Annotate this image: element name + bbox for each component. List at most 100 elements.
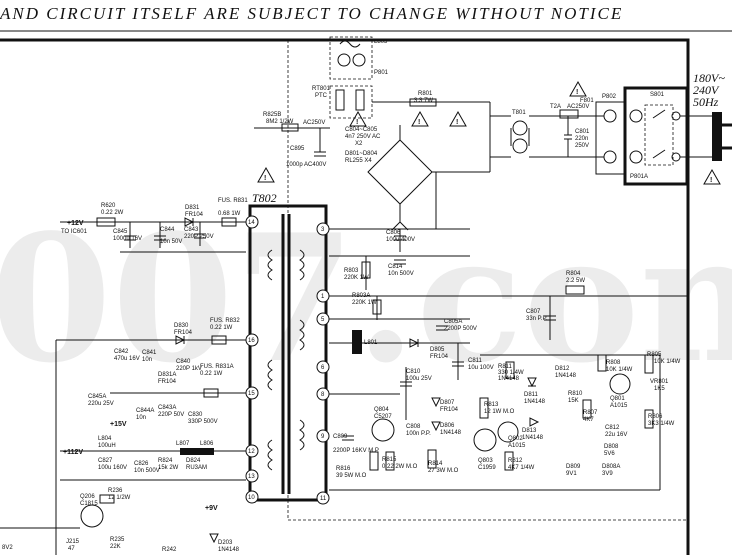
svg-text:0.22 2W: 0.22 2W bbox=[101, 210, 124, 216]
svg-text:3V9: 3V9 bbox=[602, 471, 613, 477]
svg-text:C1959: C1959 bbox=[478, 465, 496, 471]
svg-text:C5207: C5207 bbox=[374, 414, 392, 420]
svg-text:3: 3 bbox=[321, 227, 325, 233]
svg-text:12 1/2W: 12 1/2W bbox=[108, 495, 131, 501]
svg-text:FR104: FR104 bbox=[158, 379, 177, 385]
svg-text:330P 500V: 330P 500V bbox=[188, 419, 218, 425]
svg-text:22u 16V: 22u 16V bbox=[605, 432, 627, 438]
svg-text:A1015: A1015 bbox=[508, 443, 526, 449]
svg-text:15k 2W: 15k 2W bbox=[158, 465, 179, 471]
svg-text:C805A: C805A bbox=[444, 319, 462, 325]
svg-text:+9V: +9V bbox=[205, 505, 218, 512]
svg-text:220K 1W: 220K 1W bbox=[352, 300, 377, 306]
svg-text:FR104: FR104 bbox=[185, 212, 204, 218]
svg-text:6: 6 bbox=[321, 365, 325, 371]
svg-text:D824: D824 bbox=[186, 458, 201, 464]
svg-text:FUS. R831: FUS. R831 bbox=[218, 198, 248, 204]
svg-text:100n P.P.: 100n P.P. bbox=[406, 431, 431, 437]
svg-text:L803: L803 bbox=[374, 39, 388, 45]
svg-text:8V2: 8V2 bbox=[2, 545, 13, 551]
svg-text:RU3AM: RU3AM bbox=[186, 465, 207, 471]
svg-text:220P 1kV: 220P 1kV bbox=[176, 366, 202, 372]
svg-text:100u 25V: 100u 25V bbox=[406, 376, 432, 382]
svg-text:L804: L804 bbox=[98, 436, 112, 442]
svg-text:C845: C845 bbox=[113, 229, 128, 235]
board-frame bbox=[0, 38, 690, 555]
svg-text:Q206: Q206 bbox=[80, 494, 95, 500]
svg-text:3.3 7W: 3.3 7W bbox=[414, 98, 433, 104]
svg-text:1: 1 bbox=[321, 294, 325, 300]
svg-text:P802: P802 bbox=[602, 94, 617, 100]
control-circuit: R811 330 1/4W 1N4148 D811 1N4148 D812 1N… bbox=[480, 352, 681, 491]
svg-text:15K: 15K bbox=[568, 398, 579, 404]
svg-text:R813: R813 bbox=[484, 402, 499, 408]
svg-text:D808A: D808A bbox=[602, 464, 620, 470]
svg-text:!: ! bbox=[710, 177, 712, 184]
svg-text:11: 11 bbox=[320, 496, 327, 502]
svg-text:8M2 1/2W: 8M2 1/2W bbox=[266, 119, 294, 125]
mains-input: P802 S801 P801A ! bbox=[595, 86, 732, 186]
primary-circuit: C806 100u 400V C814 10n 500V R803 220K 1… bbox=[329, 172, 688, 340]
svg-text:0.22 1W: 0.22 1W bbox=[200, 371, 223, 377]
svg-text:1N4148: 1N4148 bbox=[555, 373, 577, 379]
svg-text:10n 50V: 10n 50V bbox=[160, 239, 182, 245]
svg-text:D808: D808 bbox=[604, 444, 619, 450]
svg-text:330 1/4W: 330 1/4W bbox=[498, 370, 524, 376]
svg-text:C844: C844 bbox=[160, 227, 175, 233]
svg-text:F801: F801 bbox=[580, 98, 594, 104]
svg-text:0.68 1W: 0.68 1W bbox=[218, 211, 241, 217]
mains-voltage-1: 180V~ bbox=[693, 71, 725, 85]
svg-text:C1815: C1815 bbox=[80, 501, 98, 507]
svg-text:T801: T801 bbox=[512, 110, 526, 116]
svg-text:C826: C826 bbox=[134, 461, 149, 467]
svg-text:C843A: C843A bbox=[158, 405, 176, 411]
svg-text:10K 1/4W: 10K 1/4W bbox=[654, 359, 681, 365]
svg-text:R804: R804 bbox=[566, 271, 581, 277]
svg-text:C840: C840 bbox=[176, 359, 191, 365]
svg-text:PTC: PTC bbox=[315, 93, 328, 99]
svg-text:D807: D807 bbox=[440, 400, 455, 406]
svg-text:100u 400V: 100u 400V bbox=[386, 237, 415, 243]
svg-text:2200P 16KV M.P: 2200P 16KV M.P bbox=[333, 448, 379, 454]
svg-text:P801: P801 bbox=[374, 70, 389, 76]
svg-text:C804~C805: C804~C805 bbox=[345, 127, 378, 133]
svg-text:T2A: T2A bbox=[550, 104, 561, 110]
svg-text:9V1: 9V1 bbox=[566, 471, 577, 477]
svg-text:1N4148: 1N4148 bbox=[522, 435, 544, 441]
svg-text:220u 25V: 220u 25V bbox=[88, 401, 114, 407]
svg-text:R814: R814 bbox=[428, 461, 443, 467]
svg-text:FR104: FR104 bbox=[440, 407, 459, 413]
svg-text:R803: R803 bbox=[344, 268, 359, 274]
svg-text:R816: R816 bbox=[336, 466, 351, 472]
svg-text:C807: C807 bbox=[526, 309, 541, 315]
svg-text:C843: C843 bbox=[184, 227, 199, 233]
svg-text:250V: 250V bbox=[575, 143, 589, 149]
svg-text:10n: 10n bbox=[136, 415, 146, 421]
mains-voltage-2: 240V bbox=[693, 83, 720, 97]
svg-text:C810: C810 bbox=[406, 369, 421, 375]
svg-text:C830: C830 bbox=[188, 412, 203, 418]
svg-text:39 5W M.O: 39 5W M.O bbox=[336, 473, 367, 479]
svg-text:R810: R810 bbox=[568, 391, 583, 397]
svg-text:10: 10 bbox=[248, 495, 255, 501]
svg-text:1000p AC400V: 1000p AC400V bbox=[286, 162, 326, 168]
emitter-resistors: R816 39 5W M.O R815 0.22 2W M.O R814 27 … bbox=[329, 449, 535, 491]
svg-text:D801~D804: D801~D804 bbox=[345, 151, 378, 157]
svg-text:1000u 16V: 1000u 16V bbox=[113, 236, 142, 242]
mains-frequency: 50Hz bbox=[693, 95, 719, 109]
svg-text:27 3W M.O: 27 3W M.O bbox=[428, 468, 459, 474]
bottom-circuit: Q206 C1815 R236 12 1/2W +9V D203 1N4148 … bbox=[0, 488, 240, 553]
svg-text:R236: R236 bbox=[108, 488, 123, 494]
secondary-outputs: D830 FR104 FUS. R832 0.22 1W C842 470u 1… bbox=[55, 318, 246, 555]
svg-text:R803A: R803A bbox=[352, 293, 370, 299]
svg-text:!: ! bbox=[576, 89, 578, 96]
svg-text:D809: D809 bbox=[566, 464, 581, 470]
svg-text:!: ! bbox=[356, 119, 358, 126]
svg-text:220K 1W: 220K 1W bbox=[344, 275, 369, 281]
change-notice-banner: AND CIRCUIT ITSELF ARE SUBJECT TO CHANGE… bbox=[0, 4, 624, 23]
svg-text:0.22 1W: 0.22 1W bbox=[210, 325, 233, 331]
svg-text:220n: 220n bbox=[575, 136, 588, 142]
svg-text:FUS. R831A: FUS. R831A bbox=[200, 364, 234, 370]
svg-text:4n7 250V AC: 4n7 250V AC bbox=[345, 134, 381, 140]
